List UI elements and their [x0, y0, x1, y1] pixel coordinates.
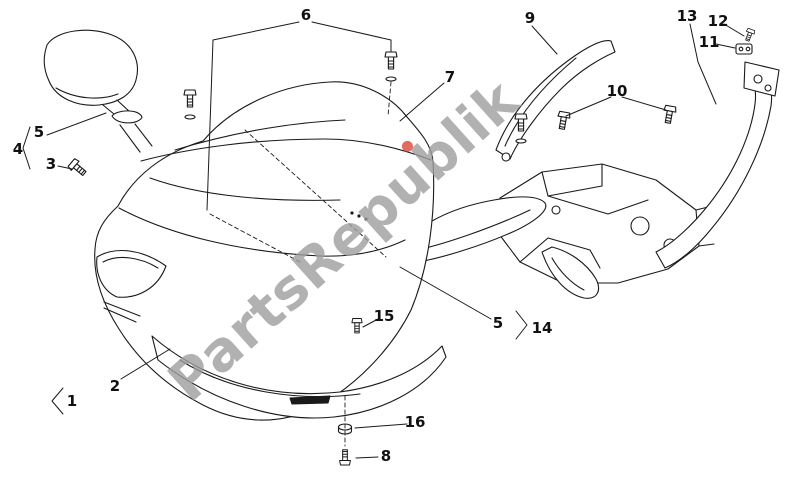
callout-2: 2	[109, 377, 121, 395]
chin-spoiler	[151, 335, 447, 419]
leader-lines	[22, 21, 745, 459]
side-stay-right	[655, 61, 780, 269]
callout-5-left: 5	[33, 123, 45, 141]
watermark-dot	[401, 140, 413, 152]
bolt-icon	[661, 104, 678, 125]
callout-9: 9	[524, 9, 536, 27]
bolt-icon	[66, 157, 89, 179]
callout-10: 10	[606, 82, 628, 100]
clamp-plate	[735, 43, 753, 55]
callout-14: 14	[531, 319, 553, 337]
callout-5-right: 5	[492, 314, 504, 332]
callout-7: 7	[444, 68, 456, 86]
bolt-icon	[384, 51, 398, 70]
fasteners	[66, 27, 756, 466]
callout-12: 12	[707, 12, 729, 30]
callout-6: 6	[300, 6, 312, 24]
bolt-icon	[183, 89, 197, 108]
callout-4: 4	[12, 140, 24, 158]
left-mirror	[43, 29, 153, 153]
callout-8: 8	[380, 447, 392, 465]
screw-icon	[339, 449, 351, 466]
callout-11: 11	[698, 33, 720, 51]
assembly-lines	[209, 81, 392, 447]
headlight-opening	[96, 250, 167, 298]
bolt-icon	[555, 110, 572, 131]
headlight-bracket	[498, 163, 715, 299]
air-duct-left	[495, 40, 616, 162]
callout-13: 13	[676, 7, 698, 25]
screw-icon	[742, 27, 756, 43]
callout-1: 1	[66, 392, 78, 410]
windshield	[140, 138, 432, 162]
callout-15: 15	[373, 307, 395, 325]
callout-3: 3	[45, 155, 57, 173]
callout-16: 16	[404, 413, 426, 431]
front-fairing	[94, 81, 435, 421]
